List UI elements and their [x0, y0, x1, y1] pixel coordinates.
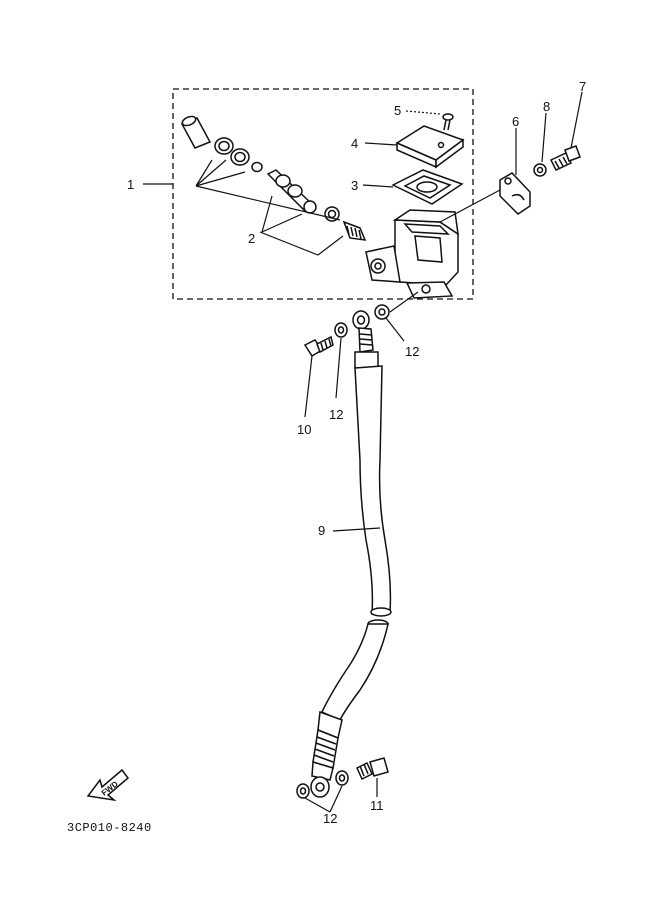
- callout-9: 9: [318, 523, 325, 538]
- brake-hose: [320, 365, 392, 721]
- callout-2: 2: [248, 231, 255, 246]
- callout-12-bottom: 12: [323, 811, 337, 826]
- callout-10: 10: [297, 422, 311, 437]
- washer-bottom-right: [335, 770, 349, 786]
- washer: [533, 163, 547, 177]
- diaphragm: [391, 169, 464, 205]
- assembly-boundary: [172, 88, 474, 300]
- callout-11: 11: [370, 798, 384, 813]
- callout-5: 5: [394, 103, 401, 118]
- callout-8: 8: [543, 99, 550, 114]
- drawing-code: 3CP010-8240: [67, 821, 152, 835]
- callout-12-top: 12: [405, 344, 419, 359]
- holder-bracket: [499, 172, 531, 215]
- cap-screw: [442, 113, 454, 131]
- washer-left: [334, 322, 348, 338]
- hose-banjo-top: [352, 310, 379, 369]
- callout-6: 6: [512, 114, 519, 129]
- callout-1: 1: [127, 177, 134, 192]
- callout-3: 3: [351, 178, 358, 193]
- callout-7: 7: [579, 79, 586, 94]
- fwd-arrow-icon: FWD: [86, 768, 130, 802]
- callout-12-left: 12: [329, 407, 343, 422]
- union-bolt-top: [303, 335, 334, 358]
- banjo-washer-top: [374, 304, 390, 320]
- washer-bottom-left: [296, 783, 310, 799]
- callout-4: 4: [351, 136, 358, 151]
- reservoir-cap: [395, 125, 465, 169]
- hose-fitting-bottom: [310, 710, 343, 798]
- master-cylinder-body: [365, 209, 459, 299]
- holder-bolt: [549, 145, 581, 171]
- piston-kit: [180, 115, 367, 241]
- union-bolt-bottom: [356, 757, 389, 781]
